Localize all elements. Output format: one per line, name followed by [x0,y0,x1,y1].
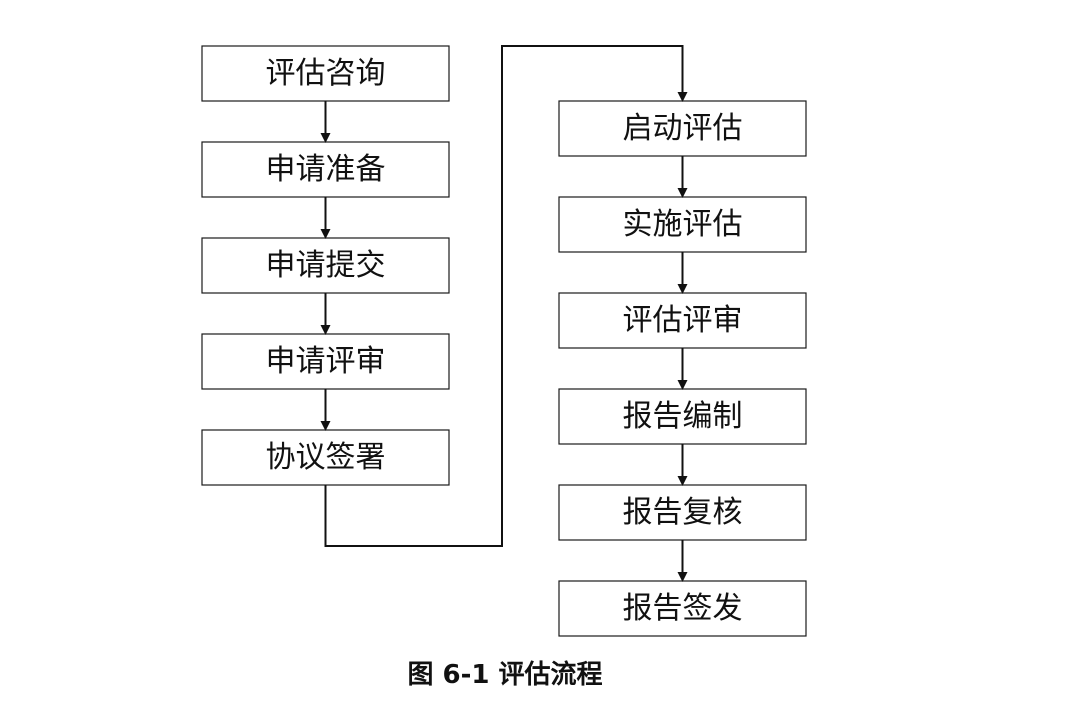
node-consult: 评估咨询 [201,45,450,102]
figure-caption: 图 6-1 评估流程 [407,660,602,690]
node-submit: 申请提交 [201,237,450,294]
node-label: 实施评估 [623,207,743,242]
node-prepare: 申请准备 [201,141,450,198]
node-label: 启动评估 [623,111,743,146]
node-label: 评估咨询 [266,56,386,91]
node-label: 协议签署 [266,440,386,475]
node-label: 申请评审 [266,344,386,379]
node-label: 评估评审 [623,303,743,338]
node-eval-review: 评估评审 [558,292,807,349]
node-sign: 协议签署 [201,429,450,486]
node-label: 报告复核 [623,495,743,530]
node-label: 申请准备 [266,152,386,187]
node-label: 报告签发 [623,591,743,626]
node-report-check: 报告复核 [558,484,807,541]
node-label: 报告编制 [623,399,743,434]
node-implement: 实施评估 [558,196,807,253]
node-label: 申请提交 [266,248,386,283]
node-report-compile: 报告编制 [558,388,807,445]
node-start: 启动评估 [558,100,807,157]
node-report-issue: 报告签发 [558,580,807,637]
arrow-sign-to-start [324,45,688,547]
node-review: 申请评审 [201,333,450,390]
